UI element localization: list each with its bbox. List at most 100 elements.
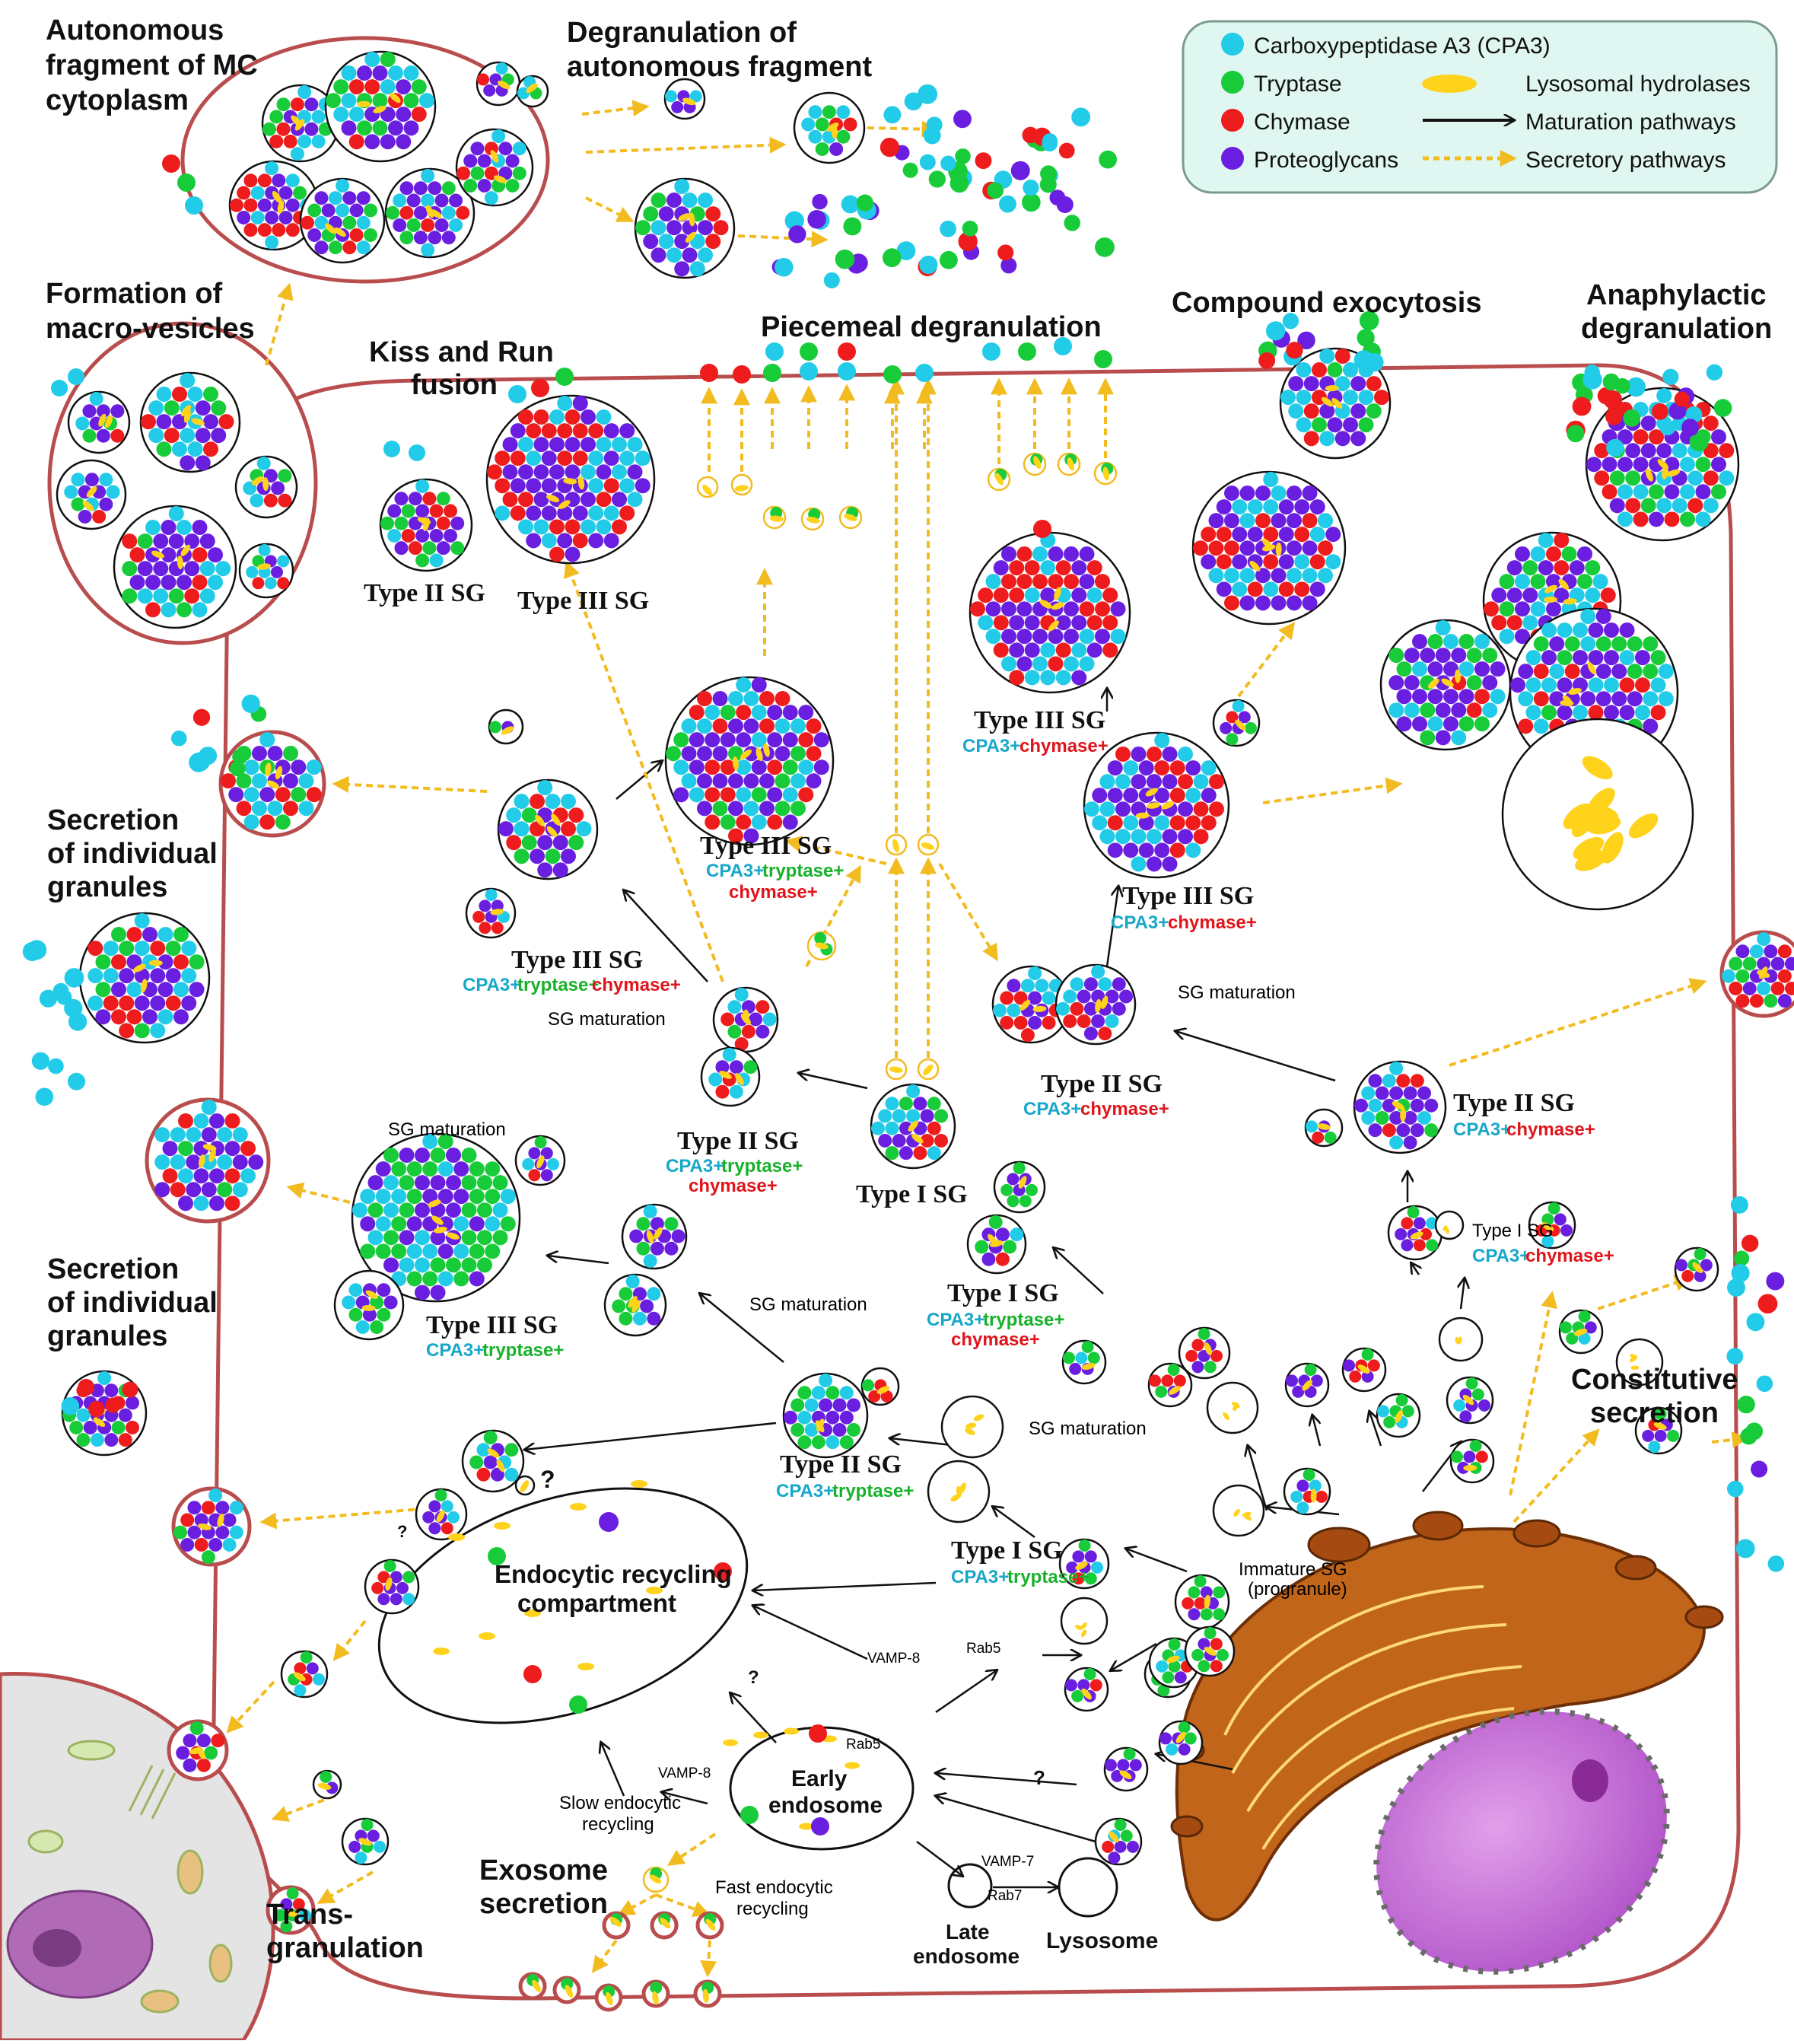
granule-cargo [1042,1015,1056,1030]
granule-cargo [1003,1240,1017,1254]
legend-chymase-swatch [1221,109,1244,132]
granule-cargo [1325,527,1341,543]
granule-cargo [885,1121,899,1135]
granule-cargo [461,1175,477,1191]
released-mediator [1000,257,1017,274]
granule-cargo [348,1307,363,1322]
granule-cargo [734,1036,749,1051]
granule-cargo [441,231,456,245]
granule-cargo [224,1141,240,1157]
granule-cargo [199,561,215,577]
maturation-pathway-arrow [1461,1278,1465,1310]
granule-cargo [1081,1341,1094,1353]
granule-cargo [193,1168,209,1184]
granule-cargo [751,814,767,830]
maturation-pathway-arrow [525,1422,777,1450]
label-slow-2: recycling [582,1814,654,1835]
granule-cargo [290,97,304,112]
granule-cargo [581,437,596,453]
granule-cargo [1075,1352,1088,1364]
granule-cargo [1404,648,1420,664]
granule-cargo [1640,415,1656,431]
granule-cargo [469,1216,485,1232]
granule-cargo [371,1581,384,1594]
lysosomal-hydrolase [1075,1562,1088,1571]
granule-cargo [252,773,267,789]
type3-granule [497,778,599,880]
piecemeal-vesicle [885,1058,908,1081]
lysosomal-hydrolase [1302,1380,1312,1391]
granule-cargo [650,247,666,263]
granule-cargo [806,773,822,789]
label-type2-low: Type II SG [780,1450,902,1479]
released-mediator [1042,133,1058,149]
secretory-pathway-arrow [332,1619,367,1661]
lysosomal-hydrolase [1543,596,1557,603]
granule-cargo [69,1420,84,1434]
granule-cargo [428,181,442,196]
granule-cargo [1107,788,1123,804]
granule-cargo [1358,390,1374,406]
granule-cargo [1573,705,1588,721]
granule-cargo [978,587,994,603]
granule-cargo [1533,691,1549,707]
granule-cargo [477,1202,492,1218]
granule-cargo [767,787,783,803]
lysosomal-hydrolase [654,1227,663,1240]
released-mediator [1681,419,1700,437]
granule-cargo [790,773,806,789]
granule-cargo [1334,349,1350,364]
granule-cargo [1064,629,1079,645]
granule-cargo [1040,560,1056,576]
granule-cargo [1032,546,1048,562]
granule-cargo [1327,362,1343,378]
label-vamp7: VAMP-7 [981,1854,1034,1870]
granule-cargo [472,910,485,923]
granule-cargo [370,1320,384,1334]
granule-cargo [1303,376,1319,392]
granule-cargo [568,835,584,851]
lysosomal-hydrolase [1645,468,1653,482]
granule-cargo [697,718,712,734]
granule-cargo [521,835,537,851]
granule-cargo [230,198,243,212]
granule-cargo [561,1978,574,1990]
granule-cargo [1123,760,1139,776]
secretory-pathway-arrow [1449,978,1707,1067]
granule-cargo [148,400,164,416]
granule-cargo [920,1109,934,1123]
lysosomal-hydrolase [1018,1176,1027,1189]
granule-cargo [1213,1608,1226,1621]
lysosomal-hydrolase [1462,1394,1474,1406]
lysosomal-hydrolase [702,484,713,496]
marker-cpa3: CPA3+ [706,861,764,881]
granule-cargo [429,528,444,543]
released-mediator [1746,1313,1765,1332]
granule-cargo [275,814,291,830]
granule-cargo [1424,1098,1439,1113]
released-mediator [192,708,211,726]
granule-cargo [1294,554,1310,570]
granule-cargo [402,1593,415,1606]
granule-cargo [1595,609,1611,624]
lysosomal-hydrolase [1204,1594,1210,1609]
title-degran-auto-2: autonomous fragment [567,51,872,83]
lysosomal-hydrolase [1054,587,1061,600]
granule-cargo [1457,1461,1470,1474]
granule-cargo [122,588,138,604]
secretory-pathway-arrow [784,836,887,865]
granule-cargo [1588,705,1604,721]
granule-cargo [988,1215,1003,1229]
granule-cargo [1086,615,1102,631]
granule-cargo [406,1216,422,1232]
granule-cargo [201,1550,215,1565]
exosome [518,1972,547,2001]
granule-cargo [720,787,736,803]
granule-cargo [277,577,290,590]
granule-cargo [512,166,526,180]
granule-cargo [1193,829,1209,845]
granule-cargo [1443,634,1458,650]
released-mediator [31,1052,50,1070]
granule-cargo [1625,470,1641,486]
granule-cargo [1194,1597,1207,1609]
